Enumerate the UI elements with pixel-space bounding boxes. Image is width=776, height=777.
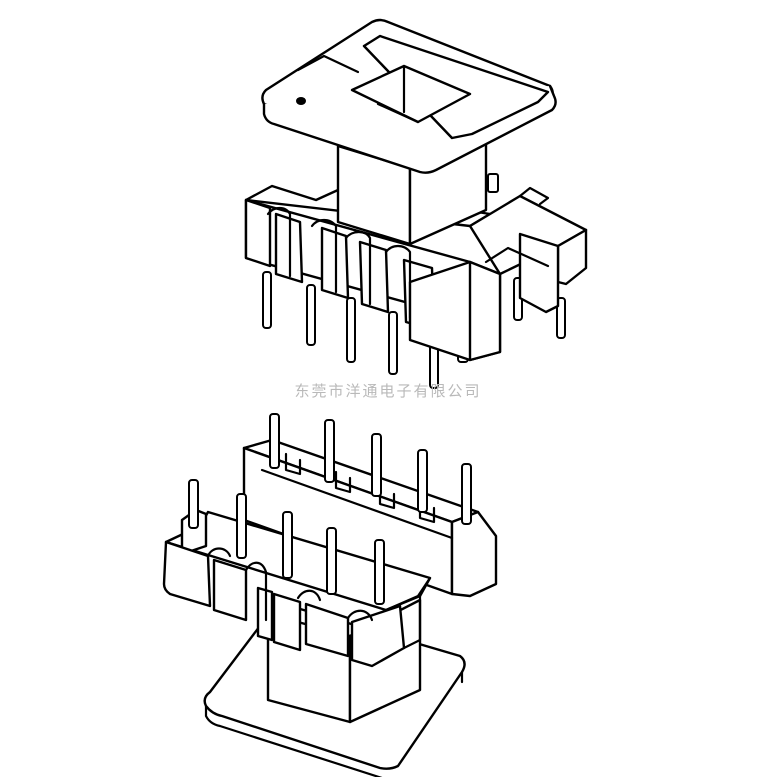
top-pin [262, 271, 272, 329]
orientation-hole-marker [296, 97, 306, 105]
top-bobbin [244, 18, 588, 389]
bottom-pin [282, 511, 293, 579]
bottom-bobbin-front-pins [188, 479, 385, 605]
top-pin [388, 311, 398, 375]
company-watermark: 东莞市洋通电子有限公司 [294, 382, 482, 400]
top-pin [306, 284, 316, 346]
top-pin [556, 297, 566, 339]
bottom-bobbin-back-pins [269, 413, 472, 525]
bottom-pin [374, 539, 385, 605]
bottom-pin [188, 479, 199, 529]
bottom-bobbin [162, 413, 498, 777]
bottom-pin [371, 433, 382, 497]
bottom-pin [236, 493, 247, 559]
bottom-bobbin-front-rail [162, 508, 432, 668]
bottom-pin [417, 449, 428, 513]
bottom-pin [324, 419, 335, 483]
top-bobbin-flange [261, 18, 557, 174]
top-pin [346, 297, 356, 363]
bottom-pin [461, 463, 472, 525]
bottom-pin [326, 527, 337, 595]
bottom-pin [269, 413, 280, 469]
